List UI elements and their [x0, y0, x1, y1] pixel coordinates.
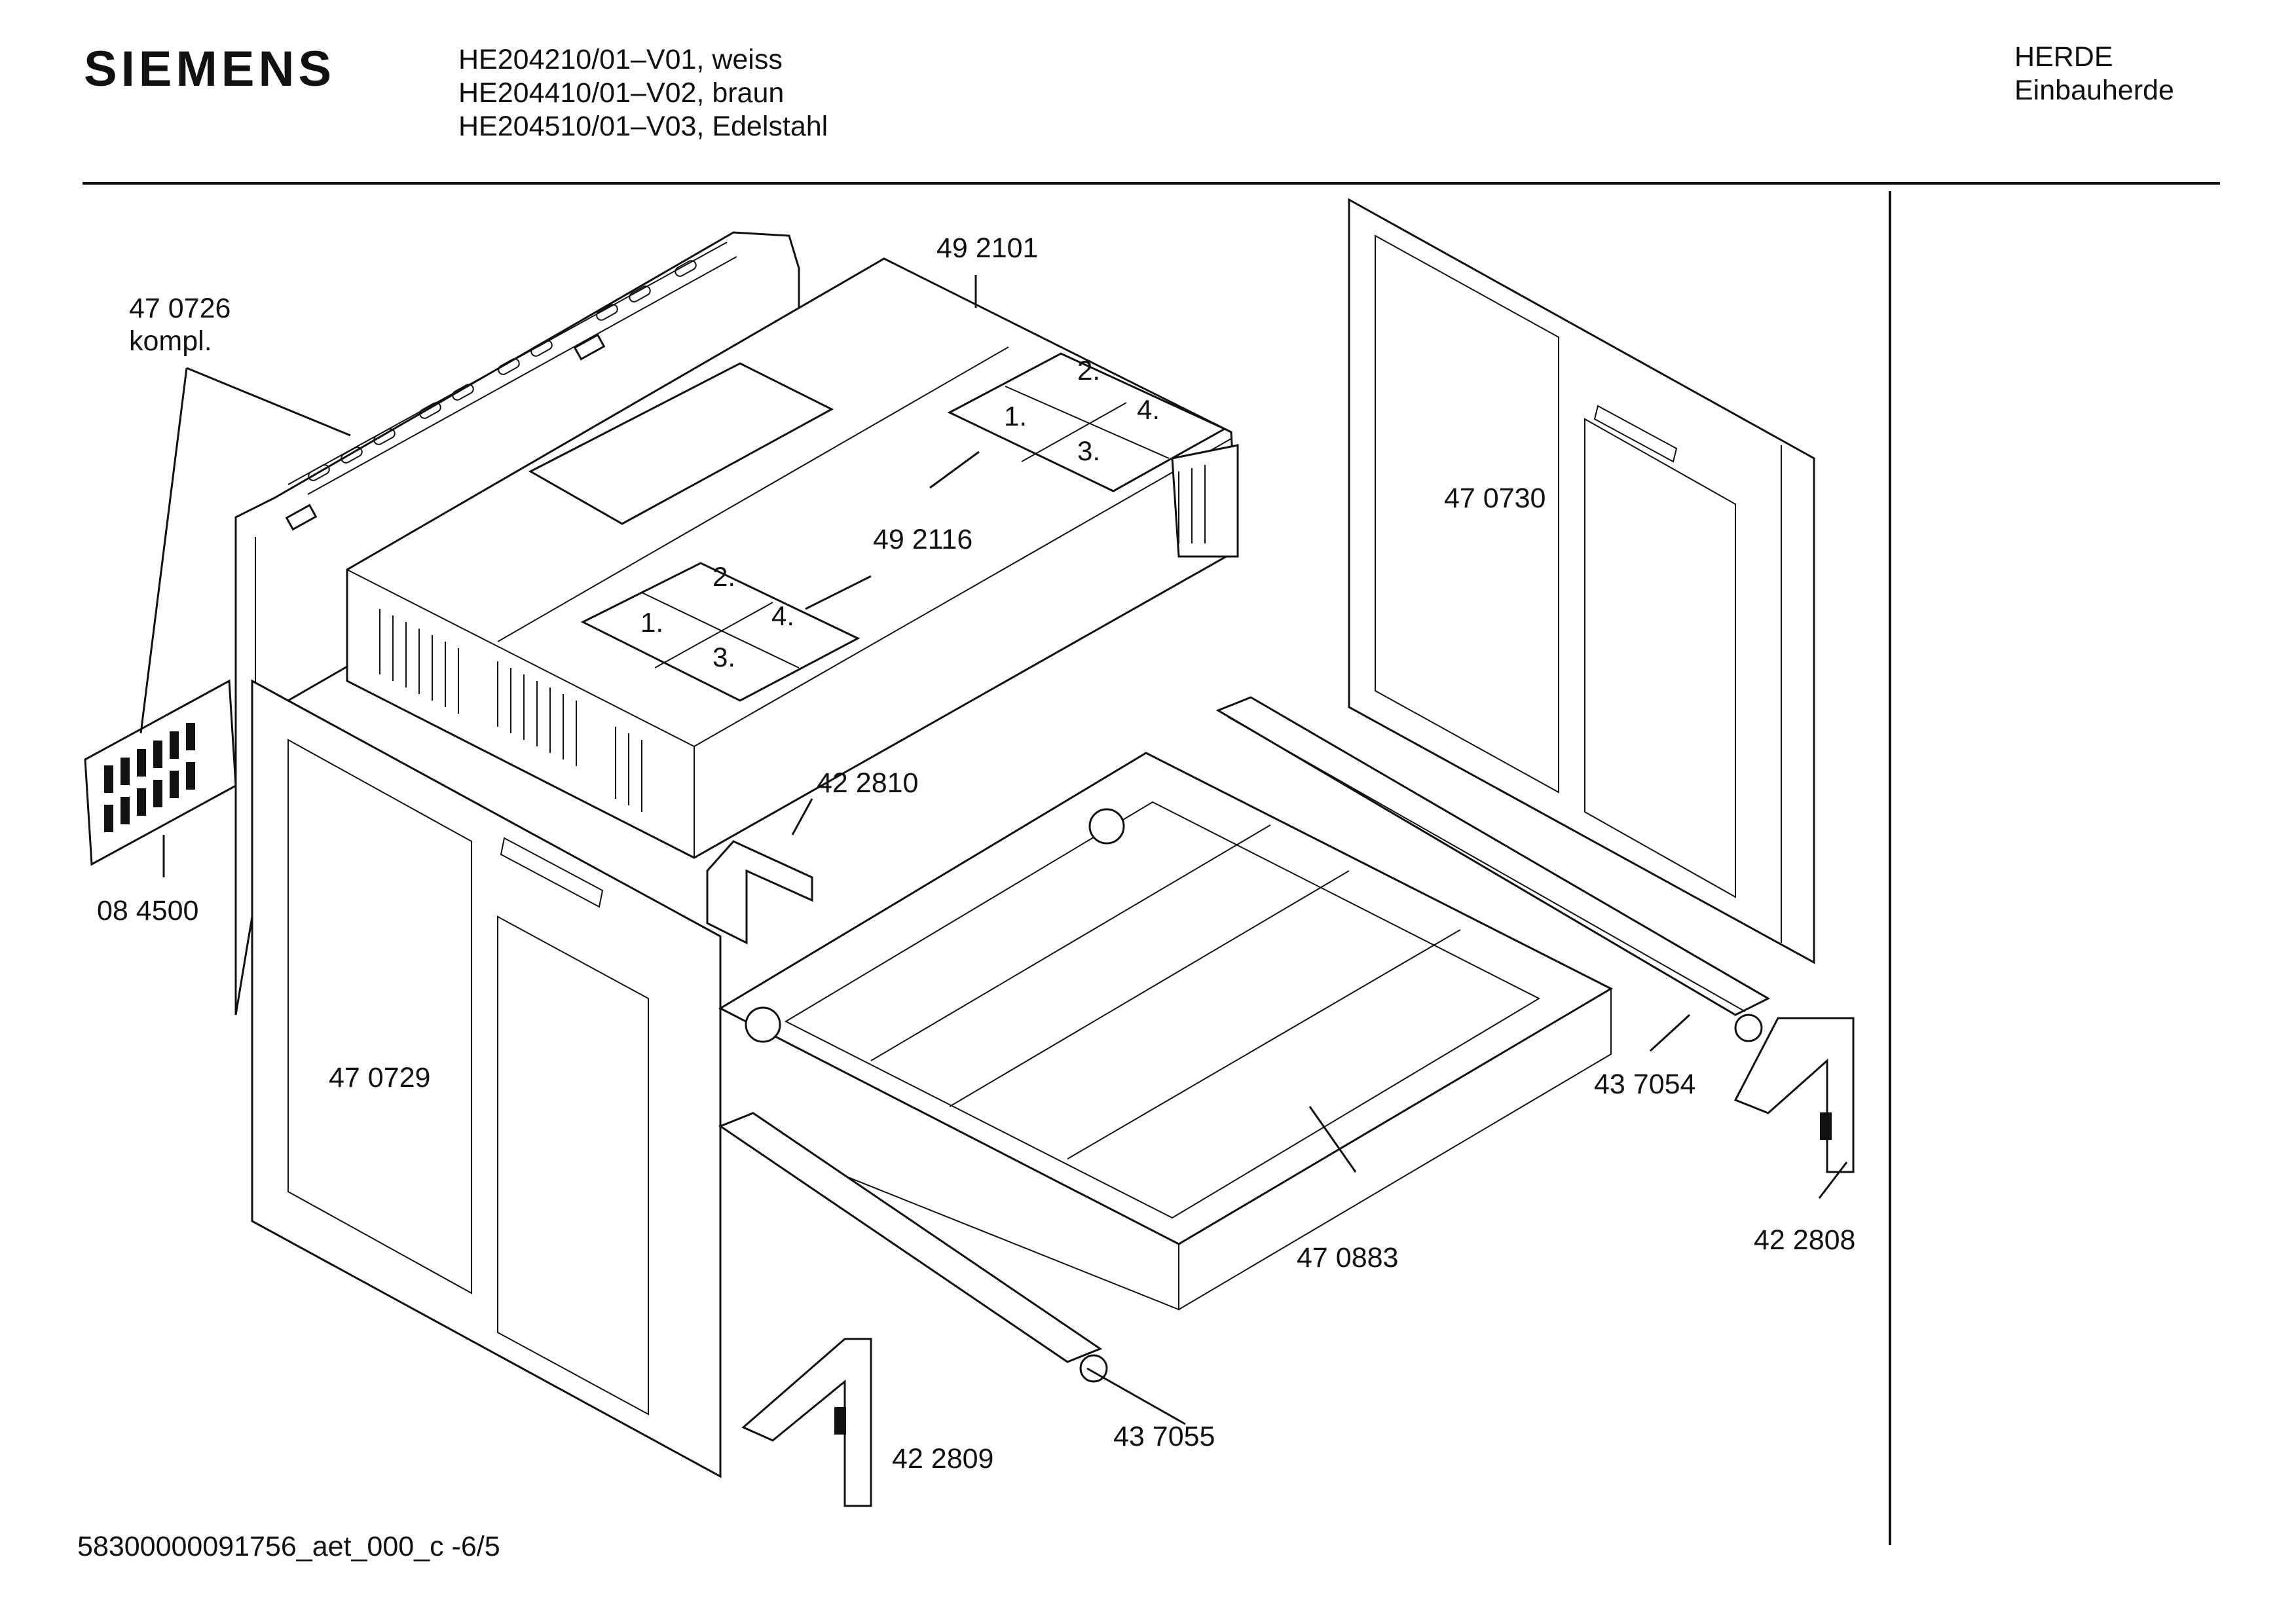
leader-lines [139, 275, 1848, 1425]
side-rail-right [1215, 696, 1771, 1042]
header-divider [83, 182, 2220, 185]
sticker-group-lower [580, 562, 861, 702]
part-label-084500: 08 4500 [97, 895, 198, 926]
part-label-492101: 49 2101 [936, 232, 1038, 264]
step-label-upper-4: 4. [1137, 394, 1160, 425]
sticker-group-upper [947, 352, 1227, 492]
part-label-422810: 42 2810 [817, 767, 918, 799]
step-label-upper-3: 3. [1077, 435, 1100, 466]
part-label-437054: 43 7054 [1594, 1069, 1695, 1100]
part-label-470726-note: kompl. [129, 325, 212, 357]
model-line-3: HE204510/01–V03, Edelstahl [458, 111, 828, 142]
part-label-470730: 47 0730 [1444, 483, 1546, 514]
model-line-1: HE204210/01–V01, weiss [458, 44, 783, 75]
right-side-panel [1348, 198, 1815, 964]
brand-logo: SIEMENS [84, 41, 336, 97]
step-label-upper-1: 1. [1004, 401, 1027, 431]
left-side-panel [251, 679, 722, 1478]
side-rail-left [718, 1112, 1108, 1383]
category-line-1: HERDE [2014, 41, 2113, 73]
model-line-2: HE204410/01–V02, braun [458, 77, 785, 109]
step-label-lower-1: 1. [640, 607, 663, 638]
part-label-470729: 47 0729 [329, 1062, 430, 1093]
step-label-lower-2: 2. [713, 561, 735, 592]
vent-grille [84, 679, 237, 866]
part-label-422809: 42 2809 [892, 1443, 993, 1475]
document-id: 58300000091756_aet_000_c -6/5 [77, 1531, 500, 1562]
side-divider [1889, 191, 1891, 1545]
part-label-437055: 43 7055 [1113, 1421, 1215, 1452]
part-label-470883: 47 0883 [1297, 1242, 1398, 1273]
bottom-frame [718, 752, 1614, 1311]
part-label-470726: 47 0726 [129, 293, 231, 324]
model-list: HE204210/01–V01, weiss HE204410/01–V02, … [458, 43, 828, 143]
part-label-422808: 42 2808 [1754, 1224, 1855, 1256]
step-label-lower-4: 4. [771, 600, 794, 631]
part-label-492116: 49 2116 [873, 524, 972, 555]
bracket-422810 [706, 840, 813, 945]
category-line-2: Einbauherde [2014, 75, 2174, 106]
bracket-422809 [741, 1338, 872, 1507]
category-block: HERDE Einbauherde [2014, 41, 2174, 107]
step-label-upper-2: 2. [1077, 355, 1100, 386]
step-label-lower-3: 3. [713, 642, 735, 672]
